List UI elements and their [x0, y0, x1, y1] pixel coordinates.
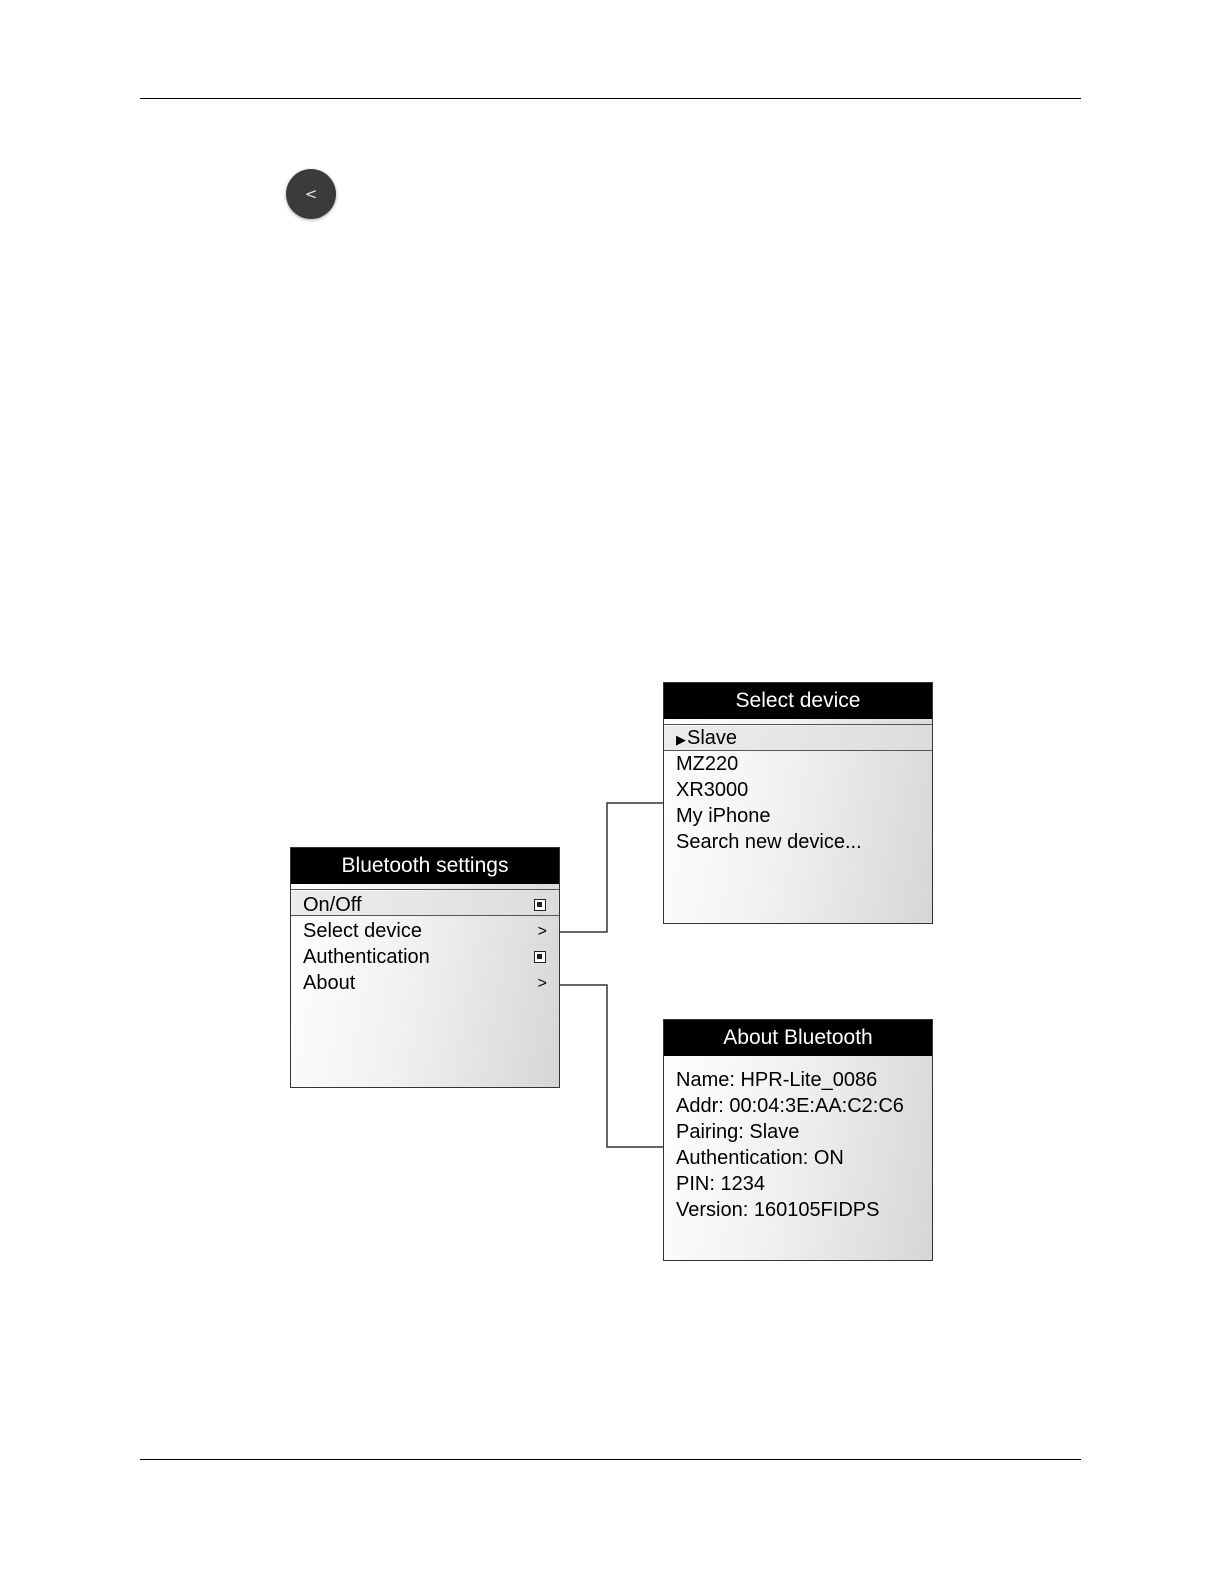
- about-bluetooth-panel: About Bluetooth Name: HPR-Lite_0086 Addr…: [663, 1019, 933, 1261]
- device-label: XR3000: [676, 779, 748, 801]
- info-line-authentication: Authentication: ON: [676, 1146, 922, 1171]
- info-line-pairing: Pairing: Slave: [676, 1120, 922, 1145]
- chevron-right-icon: >: [538, 919, 547, 944]
- menu-item-label: About: [303, 972, 355, 994]
- device-item-my-iphone[interactable]: My iPhone: [676, 804, 922, 829]
- device-label: Slave: [687, 727, 737, 749]
- menu-item-label: Select device: [303, 920, 422, 942]
- selected-triangle-icon: ▶: [676, 732, 686, 747]
- panel-title: Bluetooth settings: [291, 848, 559, 884]
- footer-rule: [140, 1459, 1081, 1460]
- info-line-name: Name: HPR-Lite_0086: [676, 1068, 922, 1093]
- menu-item-authentication[interactable]: Authentication: [303, 945, 549, 970]
- title-separator: [664, 724, 932, 725]
- panel-title: Select device: [664, 683, 932, 719]
- select-device-panel: Select device ▶Slave MZ220 XR3000 My iPh…: [663, 682, 933, 924]
- menu-item-select-device[interactable]: Select device >: [303, 919, 549, 944]
- menu-item-on-off[interactable]: On/Off: [303, 893, 549, 918]
- checkbox-checked-icon[interactable]: [534, 899, 546, 911]
- bluetooth-settings-panel: Bluetooth settings On/Off Select device …: [290, 847, 560, 1088]
- menu-item-label: On/Off: [303, 894, 362, 916]
- menu-item-about[interactable]: About >: [303, 971, 549, 996]
- device-item-mz220[interactable]: MZ220: [676, 752, 922, 777]
- info-line-pin: PIN: 1234: [676, 1172, 922, 1197]
- device-label: My iPhone: [676, 805, 771, 827]
- device-item-search-new[interactable]: Search new device...: [676, 830, 922, 855]
- chevron-right-icon: >: [538, 971, 547, 996]
- device-label: MZ220: [676, 753, 738, 775]
- menu-item-label: Authentication: [303, 946, 430, 968]
- connector-about: [560, 985, 663, 1147]
- title-separator: [291, 889, 559, 890]
- checkbox-checked-icon[interactable]: [534, 951, 546, 963]
- panel-title: About Bluetooth: [664, 1020, 932, 1056]
- device-item-slave[interactable]: ▶Slave: [676, 726, 922, 751]
- device-item-xr3000[interactable]: XR3000: [676, 778, 922, 803]
- info-line-version: Version: 160105FIDPS: [676, 1198, 922, 1223]
- connector-select-device: [560, 803, 663, 932]
- device-label: Search new device...: [676, 831, 862, 853]
- info-line-addr: Addr: 00:04:3E:AA:C2:C6: [676, 1094, 922, 1119]
